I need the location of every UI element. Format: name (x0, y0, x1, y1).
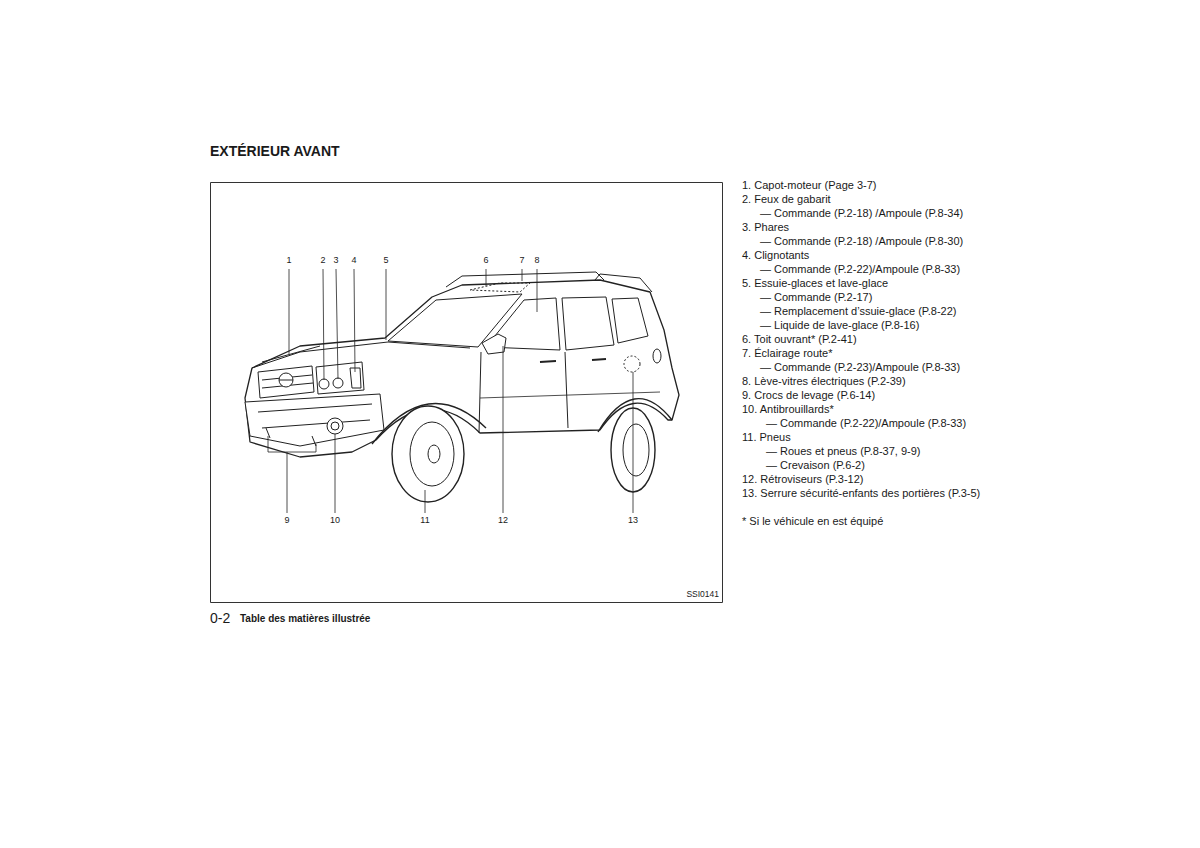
list-entry: 12. Rétroviseurs (P.3-12) (742, 473, 863, 486)
callout-number: 7 (518, 255, 525, 266)
list-entry: 6. Toit ouvrant* (P.2-41) (742, 333, 857, 346)
callout-number: 13 (627, 515, 639, 526)
footnote: * Si le véhicule en est équipé (742, 515, 883, 528)
list-entry: — Commande (P.2-23)/Ampoule (P.8-33) (760, 361, 960, 374)
list-entry: 2. Feux de gabarit (742, 193, 831, 206)
leader-lines (268, 269, 633, 513)
callout-number: 12 (497, 515, 509, 526)
list-entry: 13. Serrure sécurité-enfants des portièr… (742, 487, 990, 500)
list-entry: 9. Crocs de levage (P.6-14) (742, 389, 875, 402)
page-title: EXTÉRIEUR AVANT (210, 143, 340, 160)
list-entry: — Commande (P.2-18) /Ampoule (P.8-34) (760, 207, 963, 220)
list-entry: 1. Capot-moteur (Page 3-7) (742, 179, 877, 192)
list-entry: 4. Clignotants (742, 249, 809, 262)
list-entry: — Commande (P.2-22)/Ampoule (P.8-33) (760, 263, 960, 276)
list-entry: — Crevaison (P.6-2) (766, 459, 865, 472)
list-entry: — Remplacement d’ssuie-glace (P.8-22) (760, 305, 956, 318)
list-entry: 8. Lève-vitres électriques (P.2-39) (742, 375, 906, 388)
list-entry: 7. Éclairage route* (742, 347, 833, 360)
callout-number: 2 (319, 255, 326, 266)
callout-number: 8 (533, 255, 540, 266)
list-entry: — Commande (P.2-17) (760, 291, 872, 304)
callout-number: 3 (332, 255, 339, 266)
list-entry: — Liquide de lave-glace (P.8-16) (760, 319, 919, 332)
callout-number: 1 (285, 255, 292, 266)
callout-number: 10 (329, 515, 341, 526)
list-entry: — Roues et pneus (P.8-37, 9-9) (766, 445, 921, 458)
callout-number: 9 (283, 515, 290, 526)
list-entry: — Commande (P.2-18) /Ampoule (P.8-30) (760, 235, 963, 248)
callout-number: 11 (419, 515, 430, 526)
callout-number: 6 (482, 255, 489, 266)
list-entry: — Commande (P.2-22)/Ampoule (P.8-33) (766, 417, 966, 430)
list-entry: 10. Antibrouillards* (742, 403, 834, 416)
list-entry: 5. Essuie-glaces et lave-glace (742, 277, 888, 290)
list-entry: 3. Phares (742, 221, 789, 234)
callout-number: 5 (382, 255, 389, 266)
callout-number: 4 (350, 255, 357, 266)
footer-title: Table des matières illustrée (240, 613, 370, 625)
page-number: 0-2 (210, 610, 230, 627)
figure-frame (211, 183, 723, 603)
list-entry: 11. Pneus (742, 431, 791, 444)
figure-code: SSI0141 (686, 589, 719, 599)
